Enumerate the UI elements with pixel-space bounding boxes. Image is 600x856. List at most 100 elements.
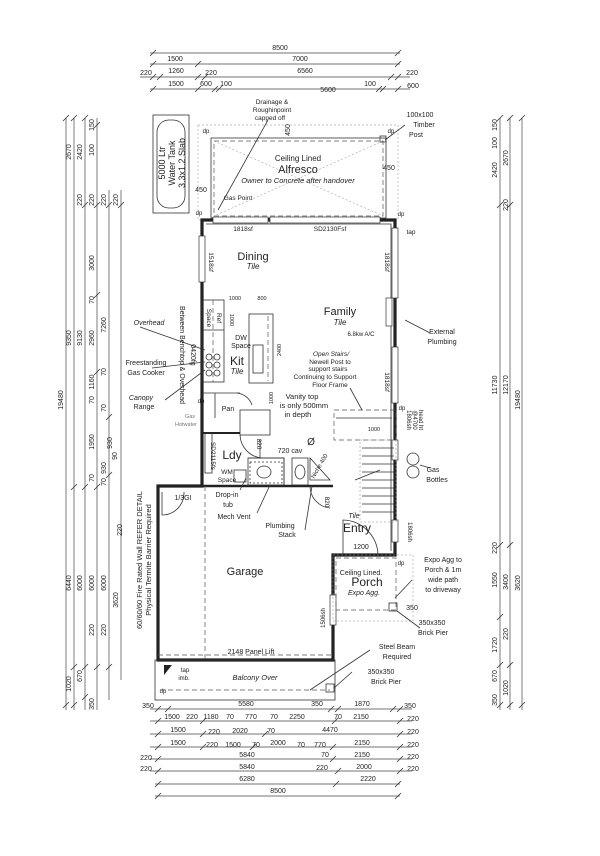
dimension-label: 5840 [239,764,255,771]
annotation-label: tap [406,229,415,236]
dimension-label: 1180 [203,714,218,721]
dimension-label: 12170 [503,375,510,395]
cooktop-icon [205,353,221,377]
dimension-label: 1870 [354,701,370,708]
dimension-label: 1500 [168,81,184,88]
annotation-label: 1818sf [383,372,390,392]
dimension-label: 350 [142,703,154,710]
annotation-label: DW [235,335,247,342]
dimension-label: 220 [77,194,84,206]
dimension-label: 930 [107,437,114,449]
annotation-label: 0420fg [189,344,196,366]
annotation-label: dp [398,212,405,218]
dimension-label: 70 [252,742,260,749]
annotation-label: Vanity top [286,392,319,401]
annotation-label: 1200 [353,544,369,551]
dimension-label: 1550 [492,572,499,588]
annotation-label: Gas Point [224,195,253,202]
annotation-label: Open Stairs/ [313,351,350,358]
dimension-label: 19480 [58,390,65,410]
pantry-door [236,392,253,406]
annotation-label: 820 [323,497,330,508]
dimension-label: 2000 [270,740,286,747]
dimension-label: 220 [406,70,418,77]
annotation-label: 2148 Panel Lift [228,649,275,656]
dimension-label: 770 [314,742,326,749]
dimension-label: 220 [407,716,419,723]
dimension-label: 2960 [89,330,96,346]
annotation-label: dp [399,406,406,412]
annotation-label: Drainage & [256,99,289,106]
dimension-label: 220 [206,742,218,749]
dimension-label: 1020 [66,676,73,692]
dimension-label: 6280 [239,776,255,783]
dimension-label: 8500 [272,45,288,52]
toilet-icon [256,465,272,479]
annotation-label: Gas [185,414,195,420]
niche [309,456,331,481]
annotation-label: Space [205,309,212,328]
room-label: Porch [351,575,382,589]
annotation-label: Alfresco [278,164,318,176]
annotation-label: 1/3GI [174,495,191,502]
dimension-label: 1720 [492,637,499,653]
windows [198,216,399,626]
annotation-label: Roughinpoint [253,107,292,114]
dimension-label: 1500 [167,56,183,63]
annotation-label: Between Benchtop & Overhead [178,306,185,404]
annotation-label: Space [218,477,237,484]
dimension-label: 90 [112,452,119,460]
room-label: Tile [231,367,244,376]
annotation-label: Steel Beam [379,644,415,651]
room-label: Tile [247,262,260,271]
dimension-label: 19480 [515,390,522,410]
annotation-label: Post [409,132,423,139]
annotation-label: 1818sf [233,226,253,233]
dimension-label: 220 [503,628,510,640]
side-dimension-lines [62,114,526,710]
dimension-label: 220 [407,754,419,761]
dimension-label: 2020 [232,728,248,735]
room-label: Entry [343,521,371,535]
water-tank [152,114,190,214]
annotation-label: dp [196,211,203,217]
annotation-label: Floor Frame [312,382,348,389]
annotation-label: Timber [413,122,435,129]
annotation-label: to driveway [425,587,461,594]
annotation-label: 1000 [228,314,234,326]
brick-pier [325,683,335,693]
dimension-label: 100 [364,81,376,88]
bathroom-door [309,485,331,509]
annotation-label: dp [388,129,395,135]
post-leader [384,124,406,141]
annotation-label: is only 500mm [280,401,328,410]
drainage-leader [217,119,269,211]
brick-pier [388,602,398,612]
annotation-label: Porch & 1m [425,567,462,574]
annotation-label: dp [203,129,210,135]
annotation-label: head ht [417,410,423,430]
dimension-label: 5840 [239,752,255,759]
dimension-label: 9350 [66,330,73,346]
dimension-label: 220 [407,729,419,736]
dimension-label: 220 [117,524,124,536]
room-label: Family [324,306,357,318]
annotation-label: capped off [255,115,285,122]
dimension-label: 670 [492,670,499,682]
dimension-label: 2220 [360,776,376,783]
water-tank-label: 5000 Ltr [157,146,167,179]
dimension-label: 6000 [101,575,108,591]
annotation-label: wide path [427,577,458,584]
dimension-label: 220 [140,70,152,77]
annotation-label: Drop-in [216,492,239,499]
dimension-label: 350 [89,698,96,710]
dimension-label: 2150 [354,740,370,747]
annotation-label: 450 [195,187,207,194]
annotation-label: SD2115fs [209,442,216,471]
annotation-label: 6.8kw A/C [347,332,375,338]
dimension-label: 8500 [270,788,286,795]
annotation-label: 1518sf [207,252,214,272]
dimension-label: 220 [140,766,152,773]
